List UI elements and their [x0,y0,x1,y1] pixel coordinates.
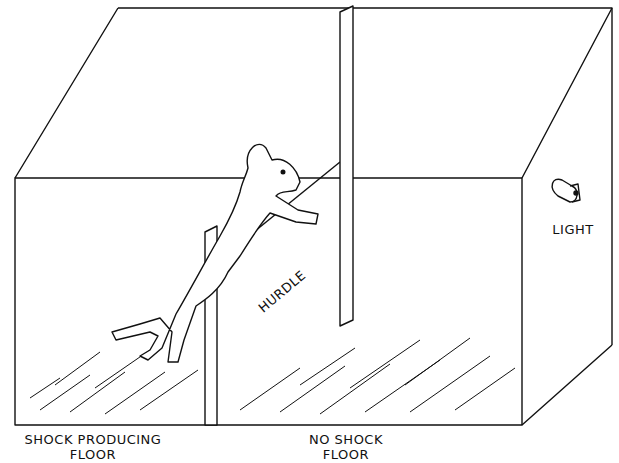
floor-hatching [30,338,515,414]
dog-eye [281,170,285,174]
back-post [340,6,353,326]
floor-label: SHOCK PRODUCING FLOOR [18,432,168,462]
box-edges [15,8,612,425]
light-label: LIGHT [538,222,608,237]
hurdle-label: HURDLE [245,259,319,324]
dog-figure [112,144,318,362]
floor-label: NO SHOCK FLOOR [296,432,396,462]
light-bulb [552,179,580,202]
